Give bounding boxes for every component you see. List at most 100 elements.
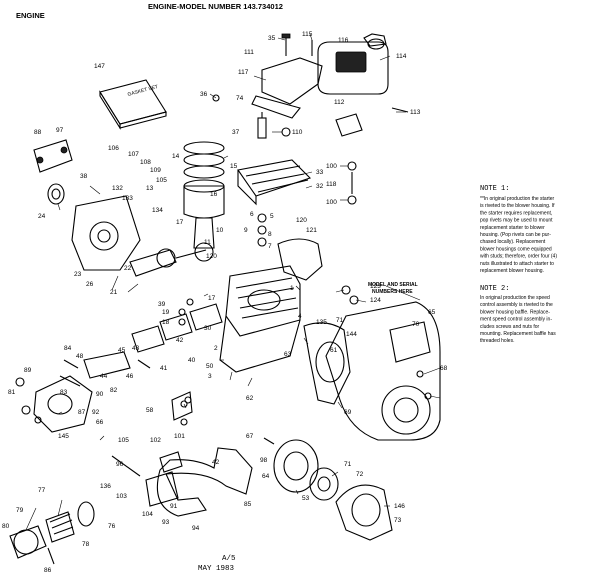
- intake-gaskets: [131, 303, 223, 353]
- label-37: 37: [232, 129, 240, 136]
- label-86: 86: [44, 567, 52, 573]
- label-71b: 71: [344, 461, 352, 468]
- label-87: 87: [78, 409, 86, 416]
- label-53: 53: [302, 495, 310, 502]
- note-1-line: housing. (Pop rivets can be pur-: [480, 232, 551, 238]
- fuel-tank: [317, 38, 389, 95]
- label-42: 42: [176, 337, 184, 344]
- label-71: 71: [336, 317, 344, 324]
- label-136: 136: [100, 483, 111, 490]
- label-118: 118: [326, 181, 337, 188]
- label-2: 2: [214, 345, 218, 352]
- label-40: 40: [188, 357, 196, 364]
- label-101: 101: [174, 433, 185, 440]
- label-18: 18: [162, 319, 170, 326]
- label-123: 123: [370, 283, 381, 290]
- label-91: 91: [170, 503, 178, 510]
- carburetor: [33, 351, 131, 433]
- spark-plug: [257, 112, 267, 139]
- label-21: 21: [110, 289, 118, 296]
- label-100b: 100: [326, 199, 337, 206]
- label-33: 33: [316, 169, 324, 176]
- cylinder-head: [237, 159, 312, 206]
- label-145: 145: [58, 433, 69, 440]
- label-134: 134: [152, 207, 163, 214]
- label-61: 61: [330, 347, 338, 354]
- governor-bracket: [111, 455, 179, 507]
- clamp-76: [77, 501, 95, 527]
- label-50: 50: [206, 363, 214, 370]
- label-43: 43: [132, 345, 140, 352]
- label-5: 5: [270, 213, 274, 220]
- seal-24: [47, 183, 65, 205]
- lower-shroud: [156, 447, 253, 517]
- note-2-heading: NOTE 2:: [480, 285, 509, 293]
- callout-line-2: NUMBERS HERE: [372, 289, 413, 295]
- label-106: 106: [108, 145, 119, 152]
- label-92: 92: [92, 409, 100, 416]
- label-1: 1: [290, 285, 294, 292]
- label-144: 144: [346, 331, 357, 338]
- label-35: 35: [268, 35, 276, 42]
- label-102: 102: [150, 437, 161, 444]
- note-1-line: replacement blower housing.: [480, 268, 544, 274]
- label-76: 76: [108, 523, 116, 530]
- label-105b: 105: [118, 437, 129, 444]
- label-93: 93: [162, 519, 170, 526]
- note-2-line: control assembly is riveted to the: [480, 302, 553, 308]
- label-6: 6: [250, 211, 254, 218]
- label-114: 114: [396, 53, 407, 60]
- control-lever: [171, 391, 193, 421]
- label-82: 82: [110, 387, 118, 394]
- label-108: 108: [140, 159, 151, 166]
- label-38: 38: [80, 173, 88, 180]
- section-title: ENGINE: [16, 11, 45, 20]
- note-1-line: the starter requires replacement,: [480, 210, 552, 216]
- label-81: 81: [8, 389, 16, 396]
- label-15: 15: [230, 163, 238, 170]
- label-113: 113: [410, 109, 421, 116]
- label-104: 104: [142, 511, 153, 518]
- label-17: 17: [176, 219, 184, 226]
- label-103: 103: [116, 493, 127, 500]
- label-135: 135: [316, 319, 327, 326]
- note-1-line: blower housings come equipped: [480, 246, 552, 252]
- label-133: 133: [122, 195, 133, 202]
- connecting-rod: [193, 217, 215, 262]
- label-3: 3: [208, 373, 212, 380]
- label-100a: 100: [326, 163, 337, 170]
- note-1-line: chased locally). Replacement: [480, 239, 546, 245]
- label-146: 146: [394, 503, 405, 510]
- label-45: 45: [118, 347, 126, 354]
- label-7: 7: [268, 243, 272, 250]
- label-78: 78: [82, 541, 90, 548]
- label-17b: 17: [208, 295, 216, 302]
- label-132: 132: [112, 185, 123, 192]
- label-90: 90: [96, 391, 104, 398]
- label-36: 36: [200, 91, 208, 98]
- label-14: 14: [172, 153, 180, 160]
- label-70: 70: [412, 321, 420, 328]
- notes-block: NOTE 1: NOTE 2: **In original production…: [480, 185, 557, 344]
- label-9: 9: [244, 227, 248, 234]
- label-110: 110: [292, 129, 303, 136]
- starter-cup: [309, 467, 339, 501]
- label-46: 46: [126, 373, 134, 380]
- label-48: 48: [76, 353, 84, 360]
- label-64: 64: [262, 473, 270, 480]
- label-83: 83: [60, 389, 68, 396]
- label-24: 24: [38, 213, 46, 220]
- label-89: 89: [24, 367, 32, 374]
- note-1-line: **In original production the starter: [480, 196, 555, 202]
- label-112: 112: [334, 99, 345, 106]
- label-84: 84: [64, 345, 72, 352]
- label-115: 115: [302, 31, 313, 38]
- label-65: 65: [428, 309, 436, 316]
- label-4: 4: [298, 313, 302, 320]
- label-98: 98: [260, 457, 268, 464]
- label-44: 44: [100, 373, 108, 380]
- label-79: 79: [16, 507, 24, 514]
- cover-97: [33, 139, 73, 173]
- label-85: 85: [244, 501, 252, 508]
- air-filter-element: [45, 511, 75, 543]
